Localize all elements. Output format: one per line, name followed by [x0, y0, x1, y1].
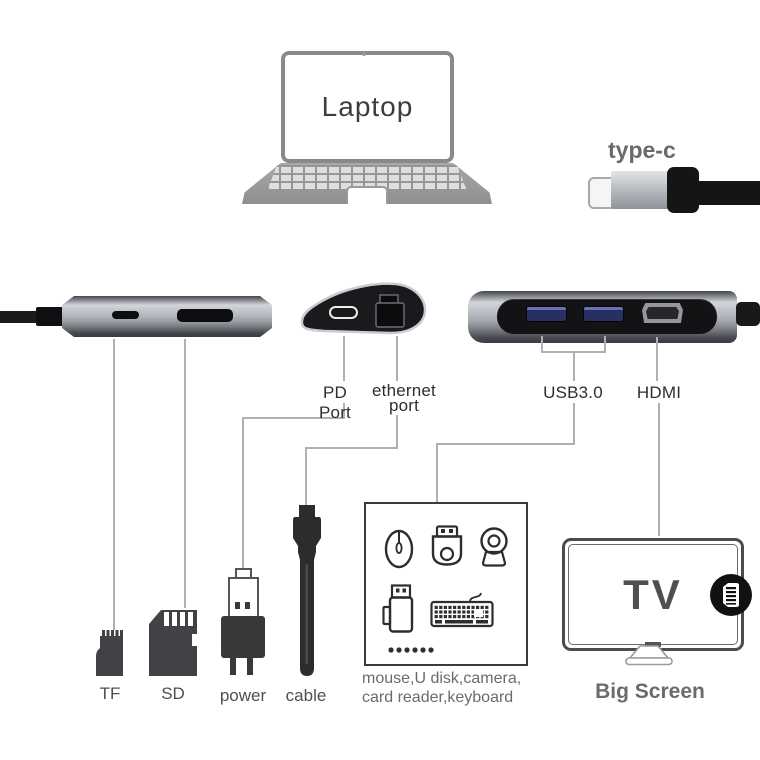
- connector-line-ethernet-to-cable: [305, 447, 307, 506]
- connector-line-usb-bracket-left: [541, 336, 543, 353]
- hdmi-port-inner: [646, 307, 679, 319]
- power-adapter-body: [221, 616, 265, 658]
- connector-line-pd-horizontal: [242, 417, 345, 419]
- laptop-label: Laptop: [321, 91, 414, 122]
- card-reader-icon: [431, 525, 463, 566]
- type-c-label: type-c: [608, 137, 676, 163]
- laptop-camera-dot: [362, 52, 366, 56]
- usb3-port-1: [527, 307, 566, 321]
- usb3-label: USB3.0: [543, 383, 603, 402]
- connector-line-hdmi-up: [656, 337, 658, 381]
- devices-caption-line1: mouse,U disk,camera,: [362, 670, 522, 687]
- connector-line-usb-down: [573, 403, 575, 445]
- ethernet-port-label: ethernet port: [364, 381, 444, 415]
- hdmi-port: [642, 303, 683, 323]
- ethernet-port-label-line2: port: [388, 396, 420, 415]
- mouse-icon: [384, 529, 414, 569]
- more-dots-icon: [388, 647, 434, 653]
- ethernet-cable: [293, 505, 321, 676]
- usb3-port-2: [584, 307, 623, 321]
- power-prong-2: [247, 658, 253, 675]
- laptop-trackpad-notch: [346, 186, 388, 204]
- tf-card-slot: [112, 311, 139, 319]
- hdmi-plug-badge-icon: [710, 574, 752, 616]
- ethernet-port-opening: [375, 294, 405, 328]
- devices-caption: mouse,U disk,camera, card reader,keyboar…: [362, 669, 542, 707]
- webcam-icon: [480, 527, 508, 567]
- connector-line-hdmi-to-tv: [658, 403, 660, 536]
- tf-label: TF: [99, 684, 121, 703]
- devices-caption-line2: card reader,keyboard: [362, 689, 514, 706]
- connector-line-tf: [113, 339, 115, 630]
- pd-port-label: PD Port: [319, 383, 351, 422]
- tv-screen-label: TV: [623, 570, 683, 618]
- power-usb-pin-1: [235, 602, 240, 609]
- connector-line-usb-bracket-right: [604, 336, 606, 353]
- sd-card: [149, 610, 199, 676]
- type-c-plug-shield: [611, 171, 670, 209]
- tv-stand: [625, 645, 673, 666]
- pd-usb-c-port: [329, 306, 358, 319]
- connector-line-pd-to-power: [242, 417, 244, 568]
- power-label: power: [219, 686, 267, 705]
- laptop-keyboard-base: [242, 163, 492, 204]
- power-usb-pin-2: [245, 602, 250, 609]
- sd-card-slot: [177, 309, 233, 322]
- connector-line-usb-to-box: [436, 443, 438, 503]
- hub-body-front-view: [300, 282, 427, 335]
- cable-label: cable: [285, 686, 327, 705]
- hub-right-cable-stub: [736, 302, 760, 326]
- usb-drive-icon: [382, 584, 414, 633]
- connector-line-ethernet-down: [396, 415, 398, 449]
- sd-label: SD: [161, 684, 185, 703]
- power-usb-plug-body: [228, 577, 259, 618]
- hdmi-label: HDMI: [636, 383, 682, 402]
- ethernet-port-label-line1: ethernet: [372, 381, 436, 400]
- laptop-keys: [267, 165, 467, 191]
- tf-card: [96, 630, 123, 676]
- hub-left-cable: [0, 311, 42, 323]
- connector-line-pd-up: [343, 336, 345, 381]
- big-screen-label: Big Screen: [595, 680, 705, 703]
- type-c-cable: [695, 181, 760, 205]
- power-prong-1: [230, 658, 236, 675]
- keyboard-icon: [430, 592, 494, 628]
- usb-devices-box: [364, 502, 528, 666]
- connector-line-usb-up: [573, 351, 575, 381]
- connector-line-usb-horizontal: [436, 443, 575, 445]
- hub-body-left-view: [62, 296, 272, 337]
- connector-line-pd-down: [343, 403, 345, 419]
- connector-line-ethernet-up: [396, 336, 398, 381]
- laptop-screen: Laptop: [281, 51, 454, 163]
- hub-left-cable-collar: [36, 307, 66, 326]
- connector-line-sd: [184, 339, 186, 608]
- connector-line-ethernet-horizontal: [305, 447, 398, 449]
- type-c-plug-overmold: [667, 167, 699, 213]
- tv-chin-notch: [645, 642, 661, 647]
